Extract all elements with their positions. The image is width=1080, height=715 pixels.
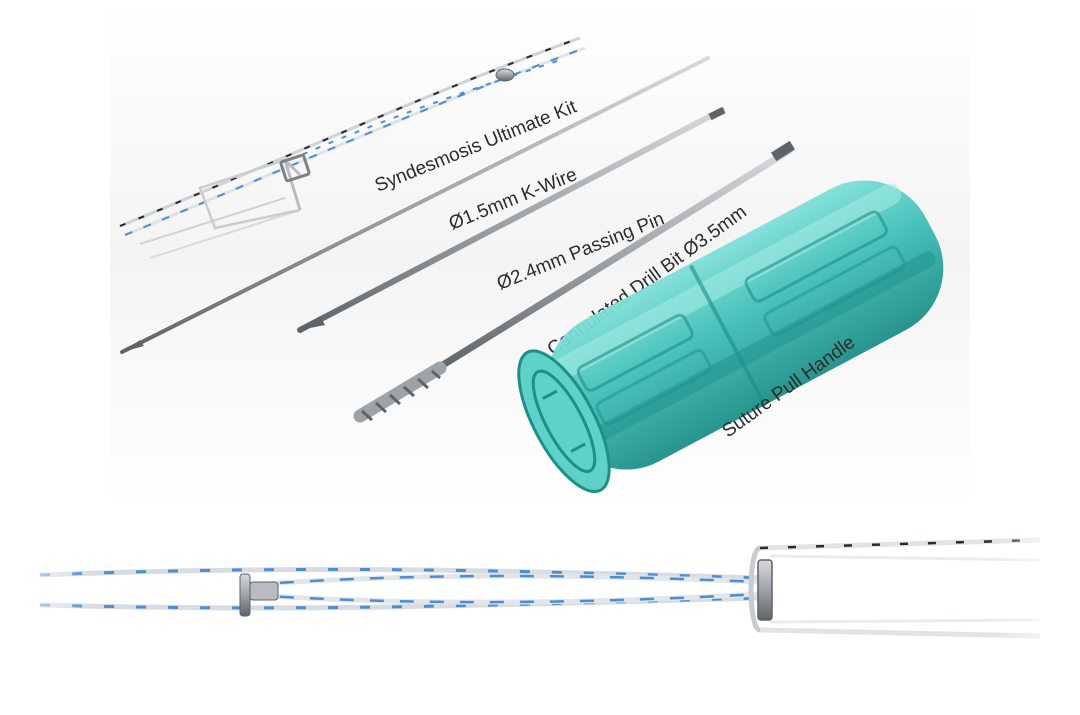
assembled-suture-illustration [0, 525, 1080, 650]
suture-pull-handle-illustration: Suture Pull Handle [517, 180, 944, 494]
